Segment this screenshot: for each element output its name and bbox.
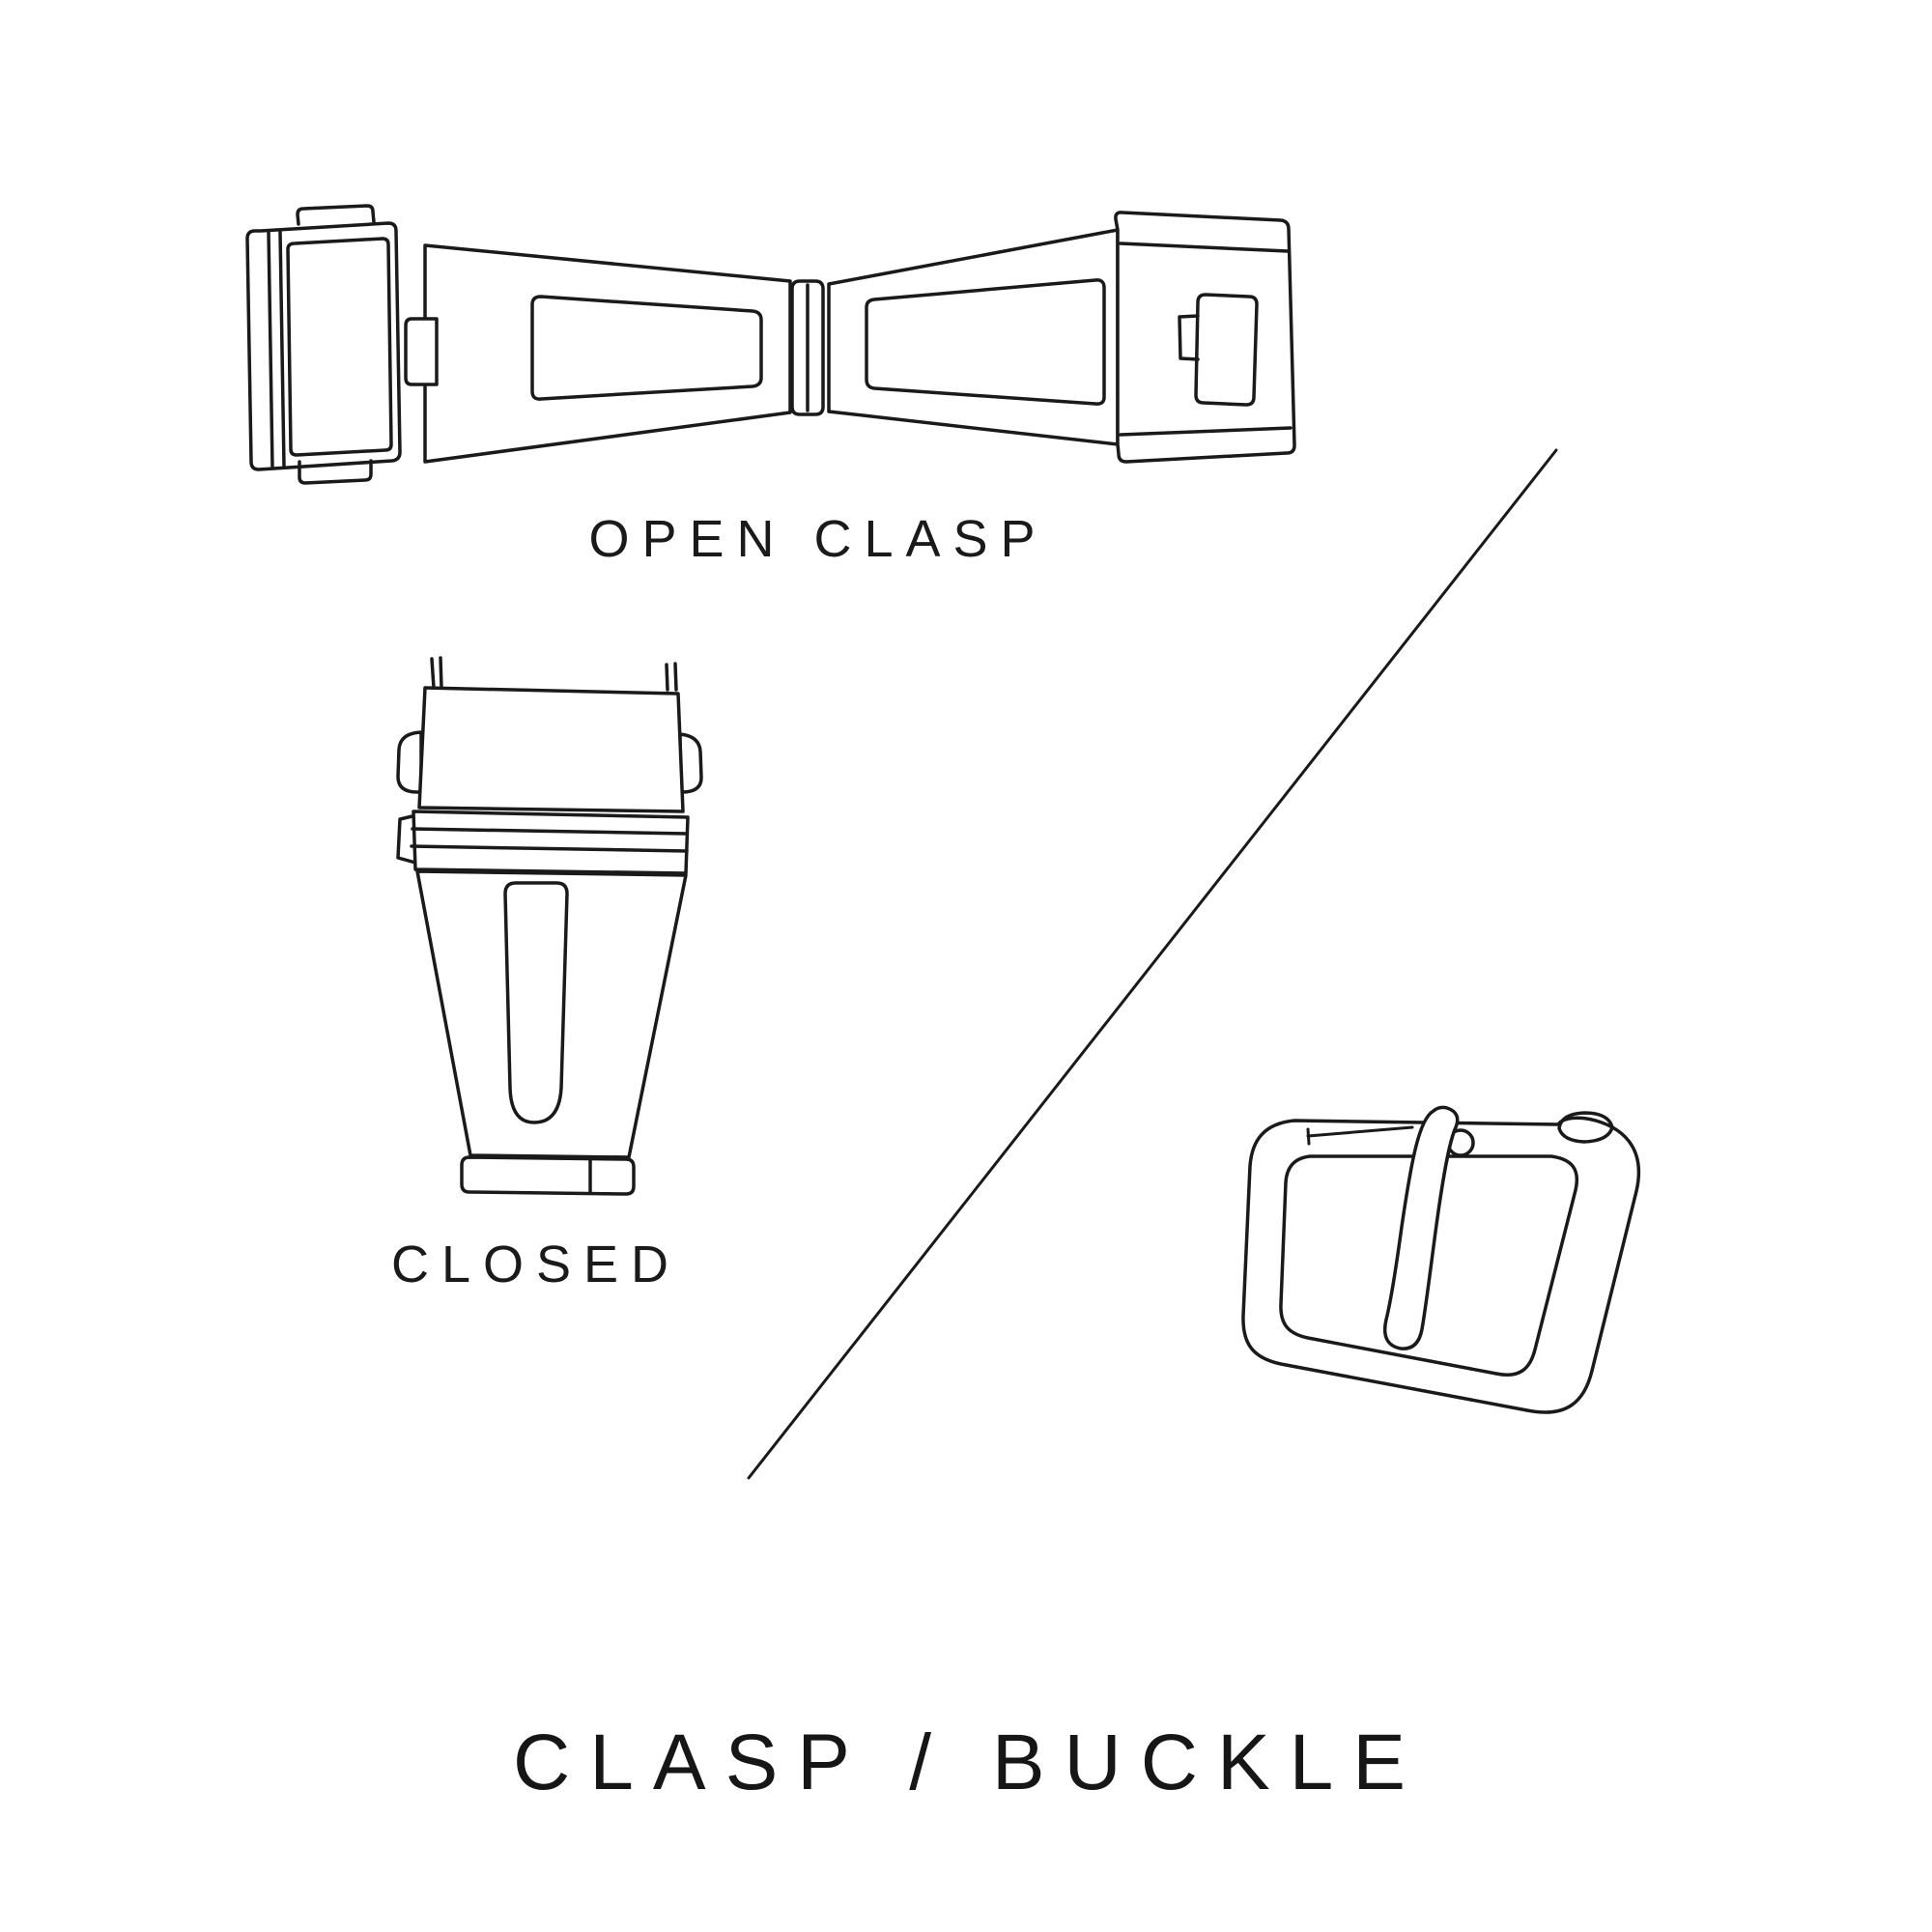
divider-line xyxy=(747,448,1558,1480)
left-link-rolled-edge xyxy=(267,230,274,469)
open-clasp-drawing xyxy=(245,204,1296,485)
open-clasp-right-blade xyxy=(827,228,1120,446)
right-blade-inner-outline xyxy=(865,278,1106,406)
buckle-tang xyxy=(1382,1105,1460,1350)
closed-clasp-band-line-1 xyxy=(411,827,689,836)
buckle-pin-end xyxy=(1306,1127,1311,1146)
closed-label: CLOSED xyxy=(390,1236,682,1293)
open-clasp-label: OPEN CLASP xyxy=(588,510,1048,568)
closed-clasp-band xyxy=(412,810,690,875)
buckle-inner-opening xyxy=(1279,1154,1578,1377)
right-end-plate-top-step xyxy=(1119,242,1290,253)
page-title: CLASP / BUCKLE xyxy=(513,1719,1425,1806)
closed-clasp-top-box xyxy=(417,686,685,813)
right-end-plate xyxy=(1114,211,1296,464)
closed-clasp-prong-left xyxy=(430,656,443,690)
diagonal-divider xyxy=(747,448,1558,1480)
closed-clasp-ear-right xyxy=(678,732,703,794)
closed-clasp-drawing xyxy=(396,656,703,1196)
left-link-top-tab xyxy=(296,204,376,226)
right-blade-catch xyxy=(1194,293,1259,407)
closed-clasp-slot xyxy=(503,881,569,1124)
left-link-bottom-tab xyxy=(298,459,373,485)
open-clasp-left-link xyxy=(245,221,402,471)
left-blade-inner-outline xyxy=(530,295,763,401)
closed-clasp-ear-left xyxy=(396,730,423,794)
closed-clasp-prong-right xyxy=(665,662,678,692)
open-clasp-left-blade xyxy=(423,243,792,464)
buckle-pin xyxy=(1306,1125,1414,1138)
left-link-inner-outline xyxy=(286,237,393,457)
closed-clasp-bottom-bar xyxy=(460,1155,636,1196)
left-blade-hook xyxy=(404,317,439,386)
right-blade-clip xyxy=(1178,314,1200,361)
buckle-drawing xyxy=(1241,1105,1641,1414)
buckle-outer-frame xyxy=(1241,1116,1641,1414)
closed-clasp-band-line-2 xyxy=(410,844,689,853)
buckle-band-end xyxy=(1557,1111,1614,1144)
right-end-plate-bottom-step xyxy=(1119,426,1293,437)
left-link-rolled-edge-2 xyxy=(278,230,286,469)
closed-clasp-body xyxy=(415,869,688,1159)
